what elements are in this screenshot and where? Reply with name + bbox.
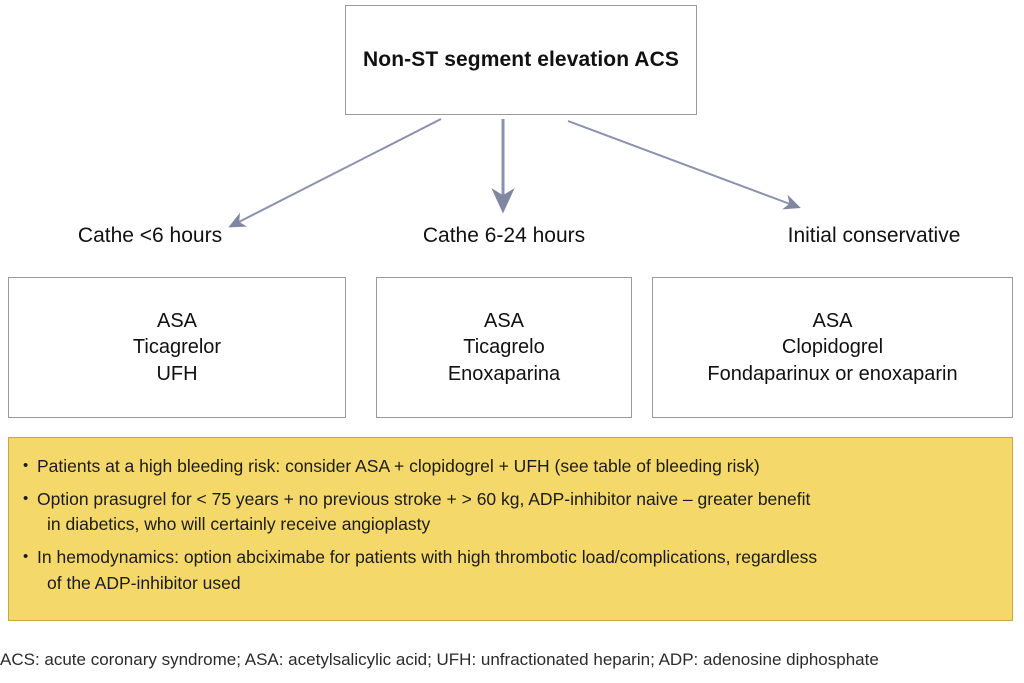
node-treatment-cathe-6-24h: ASA Ticagrelo Enoxaparina <box>376 277 632 418</box>
branch-label-cathe-under-6h: Cathe <6 hours <box>77 224 223 247</box>
arrow-to-initial-conservative <box>567 120 801 210</box>
treatment-line-adp-inhibitor-1: Ticagrelor <box>132 336 222 359</box>
note-item: • Option prasugrel for < 75 years + no p… <box>23 487 998 538</box>
note-text-1: Patients at a high bleeding risk: consid… <box>37 454 998 480</box>
note-line-2a: Option prasugrel for < 75 years + no pre… <box>37 488 811 509</box>
note-line-3a: In hemodynamics: option abciximabe for p… <box>37 547 818 568</box>
note-text-2: Option prasugrel for < 75 years + no pre… <box>37 487 998 538</box>
bullet-icon: • <box>23 489 29 507</box>
notes-panel: • Patients at a high bleeding risk: cons… <box>8 437 1013 621</box>
treatment-line-adp-inhibitor-2: Ticagrelo <box>463 336 545 359</box>
node-treatment-initial-conservative: ASA Clopidogrel Fondaparinux or enoxapar… <box>652 277 1013 418</box>
treatment-line-antiplatelet-3: ASA <box>812 309 853 332</box>
bullet-icon: • <box>23 457 29 474</box>
treatment-line-anticoagulant-2: Enoxaparina <box>447 362 561 385</box>
node-treatment-cathe-under-6h: ASA Ticagrelor UFH <box>8 277 346 418</box>
treatment-line-antiplatelet-1: ASA <box>156 309 198 332</box>
node-root-label: Non-ST segment elevation ACS <box>363 48 679 71</box>
node-root-diagnosis: Non-ST segment elevation ACS <box>345 5 697 115</box>
note-text-3: In hemodynamics: option abciximabe for p… <box>37 545 998 596</box>
treatment-line-anticoagulant-3: Fondaparinux or enoxaparin <box>707 362 958 385</box>
note-item: • Patients at a high bleeding risk: cons… <box>23 454 998 480</box>
note-line-2b: in diabetics, who will certainly receive… <box>47 514 431 535</box>
note-line-3b: of the ADP-inhibitor used <box>47 572 241 593</box>
arrow-to-cathe-under-6h <box>228 118 442 228</box>
branch-label-cathe-6-24h: Cathe 6-24 hours <box>422 224 586 247</box>
branch-label-initial-conservative: Initial conservative <box>787 224 961 247</box>
treatment-line-adp-inhibitor-3: Clopidogrel <box>781 336 884 359</box>
bullet-icon: • <box>23 548 29 566</box>
note-item: • In hemodynamics: option abciximabe for… <box>23 545 998 596</box>
treatment-line-anticoagulant-1: UFH <box>156 362 198 385</box>
note-line-1a: Patients at a high bleeding risk: consid… <box>37 456 760 476</box>
abbreviations-footnote: ACS: acute coronary syndrome; ASA: acety… <box>0 650 879 669</box>
treatment-line-antiplatelet-2: ASA <box>483 309 525 332</box>
